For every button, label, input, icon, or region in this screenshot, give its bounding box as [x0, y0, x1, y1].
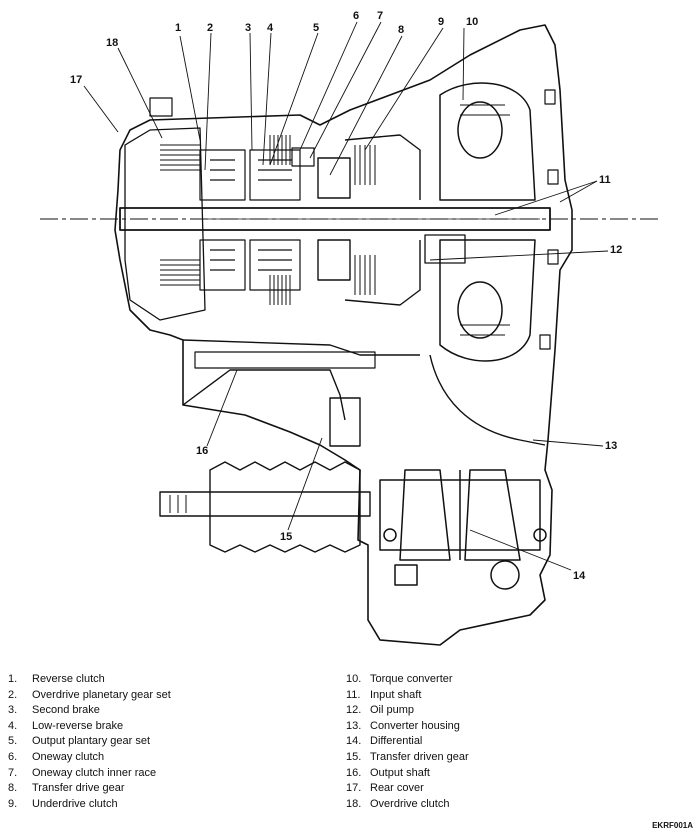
housing-outline: [114, 24, 573, 646]
legend-item: 2. Overdrive planetary gear set: [8, 688, 171, 704]
leader-lines: [83, 21, 609, 571]
legend-number: 9.: [8, 797, 18, 810]
legend-label: Transfer drive gear: [32, 782, 125, 795]
legend-label: Overdrive clutch: [370, 797, 450, 810]
legend-number: 17.: [346, 782, 362, 795]
legend-number: 18.: [346, 797, 362, 810]
legend-number: 5.: [8, 735, 18, 748]
legend-label: Output plantary gear set: [32, 735, 151, 748]
legend-label: Input shaft: [370, 688, 422, 701]
legend-label: Differential: [370, 735, 423, 748]
legend-label: Second brake: [32, 704, 100, 717]
legend-item: 1. Reverse clutch: [8, 672, 171, 688]
callout-1: 1: [175, 22, 182, 34]
callout-9: 9: [438, 16, 445, 28]
legend-number: 8.: [8, 782, 18, 795]
legend-number: 11.: [346, 688, 361, 701]
legend-item: 7. Oneway clutch inner race: [8, 766, 171, 782]
legend-number: 12.: [346, 704, 362, 717]
output-shaft-housing: [182, 339, 420, 421]
rear-cover: [124, 127, 206, 321]
legend-number: 15.: [346, 750, 362, 763]
drive-shaft-assembly: [159, 461, 371, 553]
oneway-clutch: [291, 147, 315, 167]
overdrive-clutch-pack: [160, 144, 200, 286]
callout-18: 18: [106, 37, 119, 49]
legend-label: Oil pump: [370, 704, 415, 717]
transfer-drive-gear-lower: [317, 239, 351, 281]
legend-item: 12. Oil pump: [346, 703, 469, 719]
legend-item: 3. Second brake: [8, 703, 171, 719]
legend-number: 6.: [8, 750, 18, 763]
legend-number: 1.: [8, 673, 18, 685]
torque-converter: [439, 82, 536, 362]
callout-10: 10: [466, 16, 479, 28]
legend-number: 4.: [8, 719, 18, 732]
differential: [379, 469, 547, 590]
planetary-gear-sets: [199, 149, 301, 291]
legend-label: Transfer driven gear: [370, 750, 469, 763]
figure-code: EKRF001A: [652, 821, 693, 830]
legend-number: 13.: [346, 719, 362, 732]
callout-7: 7: [377, 10, 384, 22]
legend-label: Low-reverse brake: [32, 719, 124, 732]
callout-11: 11: [599, 174, 611, 186]
callout-6: 6: [353, 10, 360, 22]
underdrive-clutch-drum: [344, 134, 421, 306]
legend-number: 2.: [8, 688, 18, 701]
transfer-drive-gear: [317, 157, 351, 199]
callout-5: 5: [313, 22, 320, 34]
legend-label: Rear cover: [370, 782, 424, 795]
callout-13: 13: [605, 440, 618, 452]
callout-17: 17: [70, 74, 83, 86]
oil-pump: [424, 234, 466, 264]
callout-8: 8: [398, 24, 405, 36]
legend-label: Converter housing: [370, 719, 460, 732]
legend-item: 9. Underdrive clutch: [8, 797, 171, 813]
callout-2: 2: [207, 22, 214, 34]
legend-column-left: 1. Reverse clutch 2. Overdrive planetary g…: [8, 672, 171, 812]
converter-housing: [429, 354, 546, 446]
input-shaft: [119, 207, 551, 231]
brake-clutch-packs: [269, 135, 376, 305]
callout-4: 4: [267, 22, 274, 34]
callout-15: 15: [280, 531, 293, 543]
legend-number: 16.: [346, 766, 362, 779]
transfer-driven-gear: [329, 397, 361, 447]
legend-item: 18. Overdrive clutch: [346, 797, 469, 813]
legend-item: 13. Converter housing: [346, 719, 469, 735]
legend-item: 15. Transfer driven gear: [346, 750, 469, 766]
legend-item: 17. Rear cover: [346, 781, 469, 797]
legend-number: 14.: [346, 735, 362, 748]
legend-item: 6. Oneway clutch: [8, 750, 171, 766]
legend-label: Oneway clutch: [32, 750, 105, 763]
legend-number: 10.: [346, 673, 362, 685]
legend-item: 14. Differential: [346, 734, 469, 750]
callout-16: 16: [196, 445, 209, 457]
legend-column-right: 10. Torque converter 11. Input shaft 12. Oi…: [346, 672, 469, 812]
legend-label: Overdrive planetary gear set: [32, 688, 171, 701]
legend-label: Oneway clutch inner race: [32, 766, 157, 779]
legend-item: 8. Transfer drive gear: [8, 781, 171, 797]
legend-label: Underdrive clutch: [32, 797, 118, 810]
transaxle-cross-section-drawing: [40, 21, 660, 646]
output-shaft: [194, 351, 376, 369]
callout-14: 14: [573, 570, 586, 582]
legend-item: 5. Output plantary gear set: [8, 734, 171, 750]
callout-3: 3: [245, 22, 252, 34]
legend-item: 16. Output shaft: [346, 766, 469, 782]
legend-item: 10. Torque converter: [346, 672, 469, 688]
legend-label: Output shaft: [370, 766, 430, 779]
legend-item: 4. Low-reverse brake: [8, 719, 171, 735]
legend-label: Reverse clutch: [32, 673, 105, 685]
legend-number: 3.: [8, 704, 18, 717]
callout-12: 12: [610, 244, 623, 256]
legend-label: Torque converter: [370, 673, 453, 685]
housing-bolts: [149, 89, 559, 350]
legend-item: 11. Input shaft: [346, 688, 469, 704]
legend-number: 7.: [8, 766, 18, 779]
